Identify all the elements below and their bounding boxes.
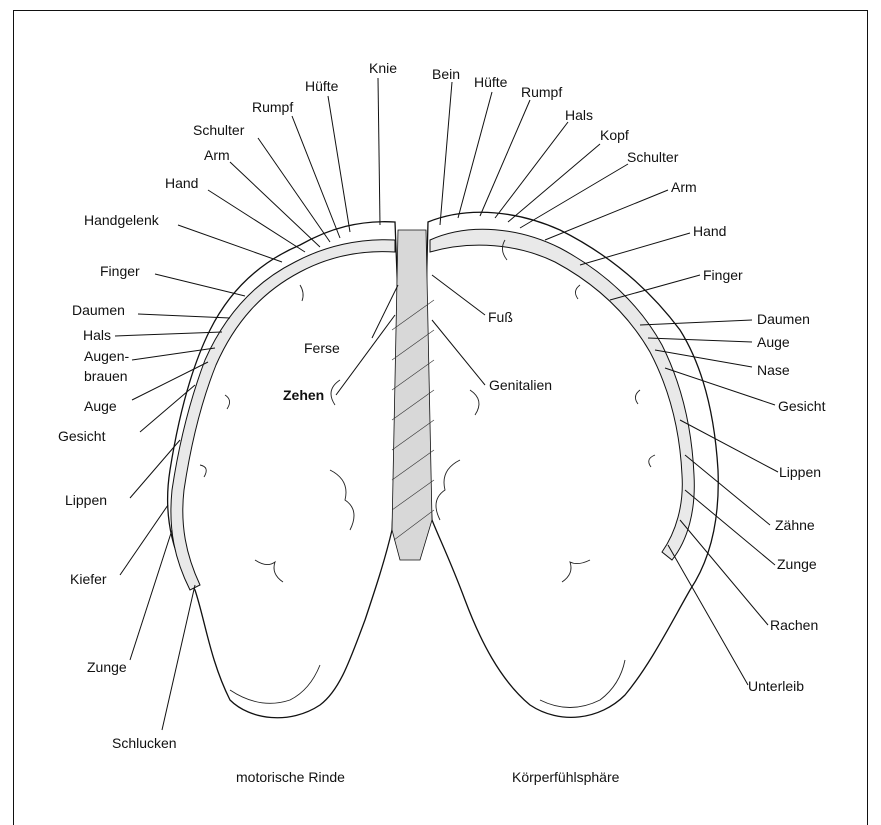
label-sensory-rumpf: Rumpf xyxy=(521,84,562,100)
label-sensory-auge: Auge xyxy=(757,334,790,350)
label-motor-knie: Knie xyxy=(369,60,397,76)
label-motor-auge: Auge xyxy=(84,398,117,414)
label-sensory-finger: Finger xyxy=(703,267,743,283)
label-motor-kiefer: Kiefer xyxy=(70,571,107,587)
label-motor-daumen: Daumen xyxy=(72,302,125,318)
label-sensory-unterleib: Unterleib xyxy=(748,678,804,694)
label-sensory-arm: Arm xyxy=(671,179,697,195)
label-motor-hals: Hals xyxy=(83,327,111,343)
label-sensory-hals: Hals xyxy=(565,107,593,123)
label-motor-finger: Finger xyxy=(100,263,140,279)
label-motor-schulter: Schulter xyxy=(193,122,245,138)
label-sensory-fuss: Fuß xyxy=(488,309,513,325)
label-motor-rumpf: Rumpf xyxy=(252,99,293,115)
label-motor-zunge: Zunge xyxy=(87,659,127,675)
label-motor-arm: Arm xyxy=(204,147,230,163)
label-sensory-genitalien: Genitalien xyxy=(489,377,552,393)
label-motor-augenbrauen-2: brauen xyxy=(84,368,128,384)
label-motor-schlucken: Schlucken xyxy=(112,735,177,751)
label-sensory-hand: Hand xyxy=(693,223,726,239)
label-sensory-rachen: Rachen xyxy=(770,617,818,633)
label-sensory-zunge: Zunge xyxy=(777,556,817,572)
label-motor-gesicht: Gesicht xyxy=(58,428,106,444)
label-motor-hand: Hand xyxy=(165,175,198,191)
right-hemisphere xyxy=(426,212,718,717)
label-sensory-schulter: Schulter xyxy=(627,149,679,165)
label-sensory-huefte: Hüfte xyxy=(474,74,508,90)
label-sensory-kopf: Kopf xyxy=(600,127,629,143)
label-sensory-zaehne: Zähne xyxy=(775,517,815,533)
label-motor-huefte: Hüfte xyxy=(305,78,339,94)
label-sensory-lippen: Lippen xyxy=(779,464,821,480)
left-hemisphere xyxy=(168,222,398,718)
label-sensory-gesicht: Gesicht xyxy=(778,398,826,414)
label-motor-lippen: Lippen xyxy=(65,492,107,508)
label-motor-handgelenk: Handgelenk xyxy=(84,212,160,228)
label-sensory-daumen: Daumen xyxy=(757,311,810,327)
label-motor-ferse: Ferse xyxy=(304,340,340,356)
label-sensory-bein: Bein xyxy=(432,66,460,82)
label-sensory-nase: Nase xyxy=(757,362,790,378)
midline-fissure xyxy=(392,230,432,560)
label-motor-augenbrauen-1: Augen- xyxy=(84,348,129,364)
caption-somatosensory-cortex: Körperfühlsphäre xyxy=(512,769,620,785)
label-motor-zehen: Zehen xyxy=(283,387,324,403)
caption-motor-cortex: motorische Rinde xyxy=(236,769,345,785)
